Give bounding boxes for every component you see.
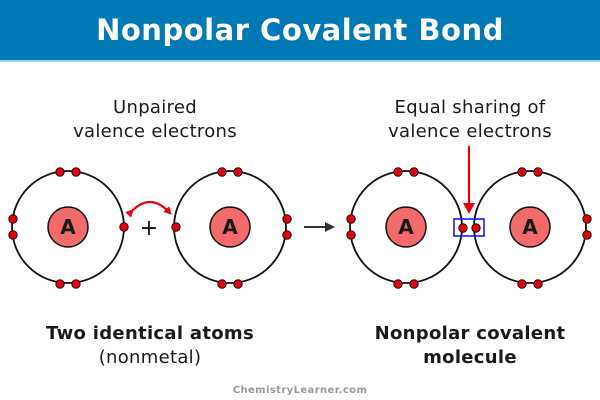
left-caption-sub: (nonmetal) xyxy=(20,346,280,370)
electrons xyxy=(346,167,419,289)
shared-pair-highlight xyxy=(453,218,485,237)
nucleus-label: A xyxy=(522,215,538,239)
annotation-line: valence electrons xyxy=(73,121,237,142)
nucleus xyxy=(47,206,89,248)
caption-line: (nonmetal) xyxy=(98,347,202,368)
nucleus-label: A xyxy=(222,215,238,239)
page-title: Nonpolar Covalent Bond xyxy=(96,13,504,47)
electrons xyxy=(8,167,129,289)
double-arrow-icon xyxy=(125,200,172,218)
caption-line: Two identical atoms xyxy=(46,323,254,344)
nucleus-label: A xyxy=(60,215,76,239)
nucleus xyxy=(209,206,251,248)
caption-line: molecule xyxy=(423,347,517,368)
molecule-atom-left: A xyxy=(346,167,463,289)
annotation-line: valence electrons xyxy=(388,121,552,142)
pointer-arrow-icon xyxy=(463,203,475,214)
nucleus-label: A xyxy=(398,215,414,239)
left-caption: Two identical atoms xyxy=(20,322,280,346)
caption-line: Nonpolar covalent xyxy=(374,323,566,344)
electrons xyxy=(517,167,592,289)
watermark: ChemistryLearner.com xyxy=(232,385,368,396)
nucleus xyxy=(509,206,551,248)
molecule-atom-right: A xyxy=(473,167,592,289)
electrons xyxy=(171,167,292,289)
atom-left: A xyxy=(8,167,129,289)
plus-sign: + xyxy=(140,216,158,241)
annotation-line: Equal sharing of xyxy=(394,97,546,118)
annotation-line: Unpaired xyxy=(113,97,197,118)
atom-right: A xyxy=(171,167,292,289)
title-banner xyxy=(0,0,600,62)
shared-electron-pair xyxy=(458,223,481,233)
equal-sharing-label: Equal sharing of valence electrons xyxy=(355,96,585,144)
unpaired-label: Unpaired valence electrons xyxy=(40,96,270,144)
right-caption: Nonpolar covalent molecule xyxy=(340,322,600,370)
nucleus xyxy=(385,206,427,248)
